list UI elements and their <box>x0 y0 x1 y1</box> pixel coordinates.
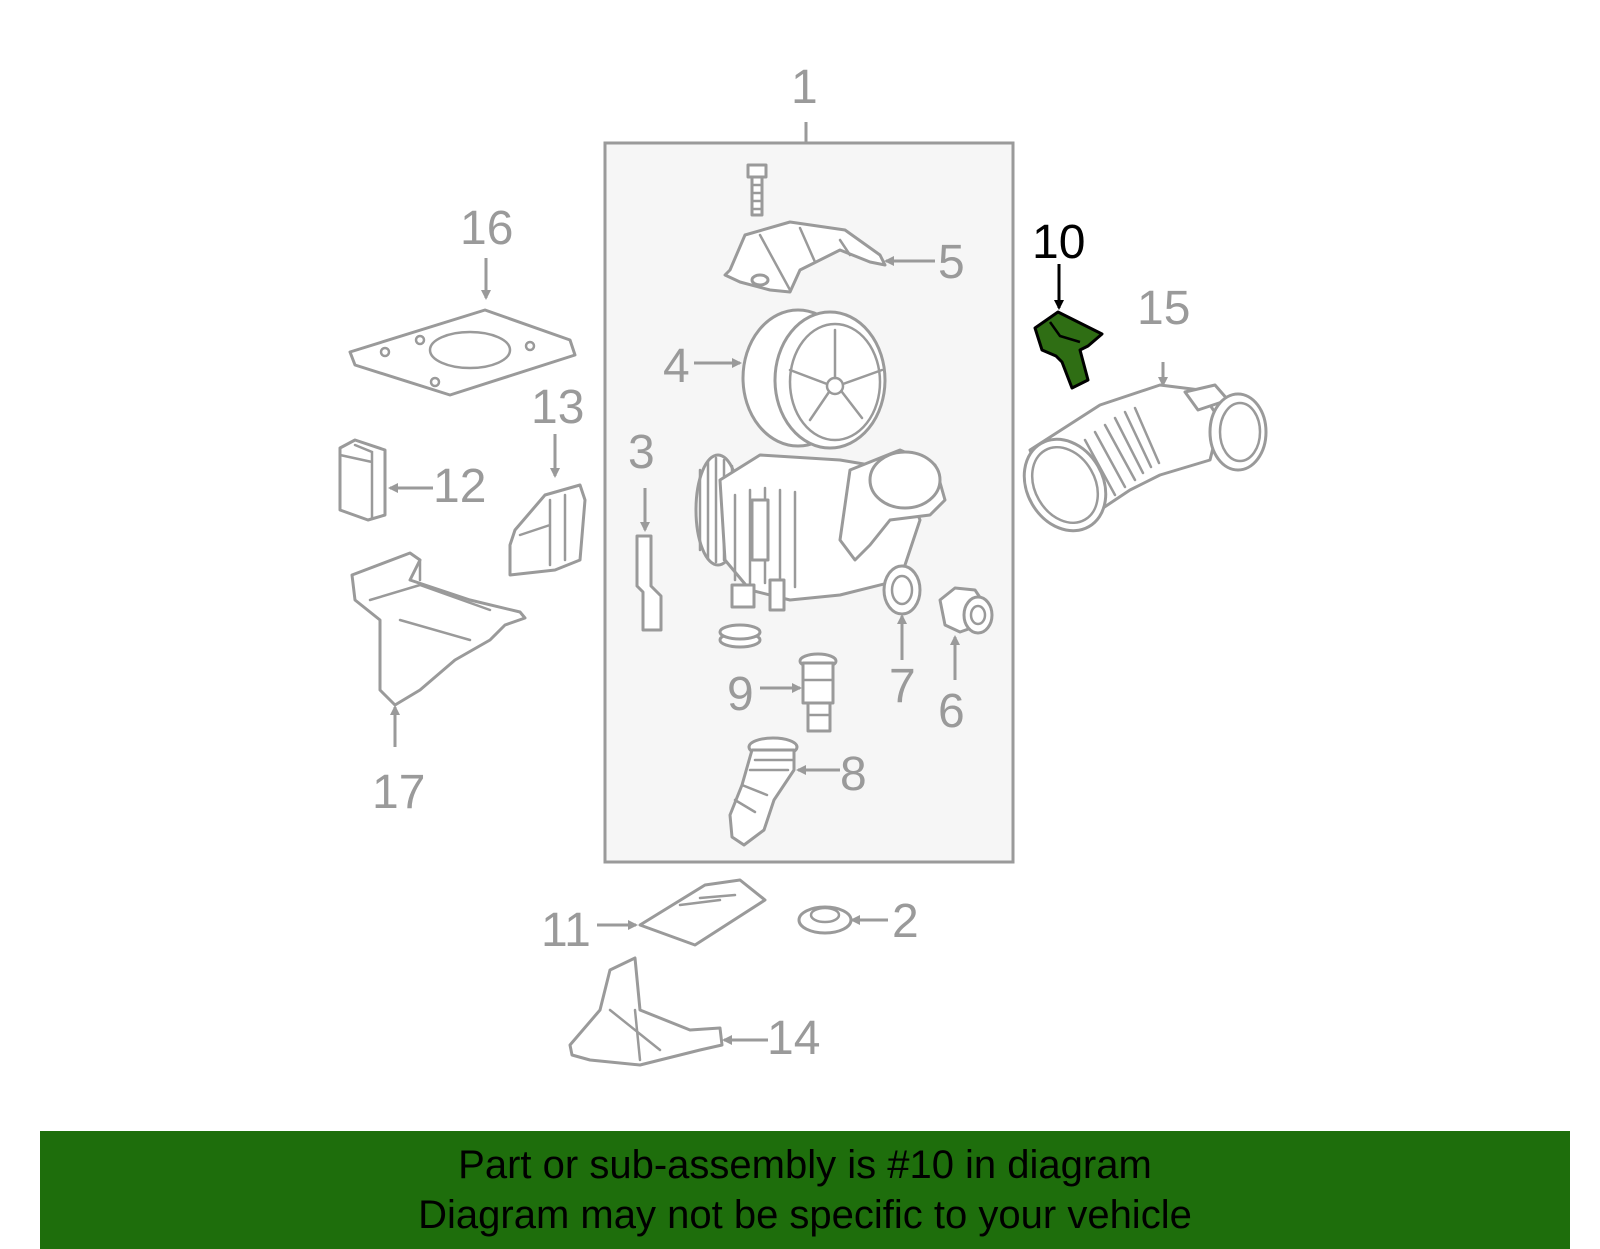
callout-12[interactable]: 12 <box>433 460 486 513</box>
callout-14[interactable]: 14 <box>767 1012 820 1065</box>
callout-6[interactable]: 6 <box>938 685 965 738</box>
banner-line-1: Part or sub-assembly is #10 in diagram <box>458 1143 1152 1187</box>
callout-15[interactable]: 15 <box>1137 282 1190 335</box>
callout-7[interactable]: 7 <box>889 660 916 713</box>
banner-line-2: Diagram may not be specific to your vehi… <box>418 1193 1192 1237</box>
info-banner: Part or sub-assembly is #10 in diagram D… <box>40 1131 1570 1249</box>
part-7-grommet[interactable] <box>882 564 922 660</box>
callout-3[interactable]: 3 <box>628 426 655 479</box>
callout-1[interactable]: 1 <box>791 61 818 114</box>
part-14-deflector[interactable] <box>568 956 768 1067</box>
part-5-cover[interactable] <box>723 163 935 294</box>
part-13-bracket[interactable] <box>508 434 587 577</box>
part-12-block[interactable] <box>338 438 433 522</box>
part-16-plate[interactable] <box>348 258 577 397</box>
callout-8[interactable]: 8 <box>840 748 867 801</box>
part-17-lower-bracket[interactable] <box>350 551 527 747</box>
part-9-valve[interactable] <box>760 652 838 733</box>
part-15-intake-duct[interactable] <box>1008 362 1268 546</box>
callout-9[interactable]: 9 <box>727 668 754 721</box>
air-cleaner-housing[interactable] <box>694 448 947 649</box>
part-4-air-filter[interactable] <box>694 308 887 450</box>
part-6-bushing[interactable] <box>938 586 994 680</box>
callout-17[interactable]: 17 <box>372 766 425 819</box>
callout-4[interactable]: 4 <box>663 340 690 393</box>
part-2-clip[interactable] <box>797 905 888 935</box>
part-3-seal[interactable] <box>635 488 663 632</box>
part-8-elbow-duct[interactable] <box>728 736 840 847</box>
callout-10[interactable]: 10 <box>1032 216 1085 269</box>
callout-11[interactable]: 11 <box>541 904 591 957</box>
callout-16[interactable]: 16 <box>460 202 513 255</box>
callout-labels: 1 2 3 4 5 6 7 8 9 10 11 12 13 14 15 16 1… <box>372 61 1190 1065</box>
part-11-tray[interactable] <box>597 878 767 947</box>
callout-2[interactable]: 2 <box>892 895 919 948</box>
callout-13[interactable]: 13 <box>531 381 584 434</box>
callout-5[interactable]: 5 <box>938 236 965 289</box>
part-10-sensor[interactable] <box>1033 264 1104 390</box>
